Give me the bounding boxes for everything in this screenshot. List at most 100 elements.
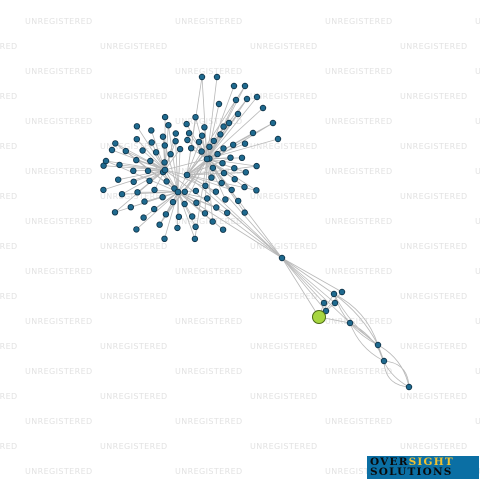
graph-node[interactable] xyxy=(151,186,158,194)
graph-node[interactable] xyxy=(172,137,179,145)
graph-hub-node[interactable] xyxy=(203,155,211,163)
graph-node[interactable] xyxy=(102,157,110,165)
graph-node[interactable] xyxy=(118,190,126,198)
graph-node[interactable] xyxy=(146,177,153,184)
graph-node[interactable] xyxy=(127,203,134,211)
graph-node[interactable] xyxy=(208,174,215,181)
graph-node[interactable] xyxy=(140,214,147,221)
graph-node[interactable] xyxy=(259,104,267,112)
graph-node[interactable] xyxy=(169,198,177,206)
graph-node[interactable] xyxy=(234,110,242,118)
graph-node[interactable] xyxy=(187,144,195,152)
graph-node[interactable] xyxy=(198,148,205,155)
graph-node[interactable] xyxy=(222,196,229,203)
graph-node[interactable] xyxy=(218,179,225,187)
graph-node[interactable] xyxy=(192,223,199,230)
graph-hub-node[interactable] xyxy=(161,166,169,174)
graph-node[interactable] xyxy=(203,195,211,202)
graph-node[interactable] xyxy=(253,162,260,170)
graph-node[interactable] xyxy=(241,82,249,90)
graph-node[interactable] xyxy=(198,132,206,139)
graph-node[interactable] xyxy=(116,161,123,169)
graph-node[interactable] xyxy=(159,193,166,201)
graph-node[interactable] xyxy=(183,120,190,128)
graph-node[interactable] xyxy=(150,205,158,213)
graph-node[interactable] xyxy=(243,95,251,103)
graph-node[interactable] xyxy=(174,224,181,232)
graph-node[interactable] xyxy=(133,123,141,130)
graph-node[interactable] xyxy=(374,341,382,349)
graph-node[interactable] xyxy=(134,189,141,196)
graph-node[interactable] xyxy=(111,209,119,216)
graph-node[interactable] xyxy=(191,235,199,243)
graph-node[interactable] xyxy=(144,167,152,175)
graph-node[interactable] xyxy=(133,156,140,164)
graph-node[interactable] xyxy=(133,135,140,143)
graph-node[interactable] xyxy=(220,123,227,130)
focus-node[interactable] xyxy=(312,310,326,324)
graph-node[interactable] xyxy=(214,150,221,158)
graph-node[interactable] xyxy=(159,133,167,140)
graph-node[interactable] xyxy=(165,121,172,129)
graph-node[interactable] xyxy=(215,100,223,108)
graph-node[interactable] xyxy=(241,140,249,147)
graph-node[interactable] xyxy=(181,200,188,208)
graph-node[interactable] xyxy=(230,82,238,90)
graph-node[interactable] xyxy=(141,198,148,205)
graph-node[interactable] xyxy=(213,73,221,81)
graph-node[interactable] xyxy=(201,124,208,131)
graph-node[interactable] xyxy=(130,167,137,174)
graph-node[interactable] xyxy=(231,175,238,183)
graph-node[interactable] xyxy=(238,154,246,161)
graph-node[interactable] xyxy=(161,142,168,149)
graph-node[interactable] xyxy=(228,186,235,194)
graph-node[interactable] xyxy=(223,209,231,216)
graph-node[interactable] xyxy=(195,138,203,146)
graph-node[interactable] xyxy=(241,183,248,191)
graph-node[interactable] xyxy=(148,139,155,146)
graph-node[interactable] xyxy=(202,182,209,189)
graph-node[interactable] xyxy=(242,169,249,176)
graph-node[interactable] xyxy=(220,145,227,152)
graph-node[interactable] xyxy=(147,157,154,165)
graph-hub-node[interactable] xyxy=(174,188,182,196)
graph-node[interactable] xyxy=(188,213,196,220)
graph-node[interactable] xyxy=(192,187,200,195)
graph-node[interactable] xyxy=(167,150,174,158)
graph-node[interactable] xyxy=(161,159,168,166)
graph-node[interactable] xyxy=(405,383,413,391)
graph-node[interactable] xyxy=(206,143,213,150)
graph-node[interactable] xyxy=(229,141,237,148)
graph-node[interactable] xyxy=(108,146,116,154)
graph-node[interactable] xyxy=(225,119,233,127)
graph-node[interactable] xyxy=(130,178,137,185)
graph-hub-node[interactable] xyxy=(183,171,191,179)
graph-node[interactable] xyxy=(217,131,224,138)
graph-node[interactable] xyxy=(253,187,260,194)
graph-node[interactable] xyxy=(322,307,330,315)
graph-node[interactable] xyxy=(172,130,179,137)
graph-node[interactable] xyxy=(320,299,328,307)
graph-node[interactable] xyxy=(148,127,155,134)
graph-node[interactable] xyxy=(213,204,220,211)
graph-node[interactable] xyxy=(162,211,170,218)
graph-node[interactable] xyxy=(253,93,261,101)
graph-node[interactable] xyxy=(175,213,183,220)
graph-node[interactable] xyxy=(220,169,228,177)
graph-node[interactable] xyxy=(112,140,119,147)
graph-node[interactable] xyxy=(227,154,234,161)
graph-node[interactable] xyxy=(176,145,184,153)
graph-node[interactable] xyxy=(152,149,160,156)
graph-node[interactable] xyxy=(192,113,199,121)
graph-node[interactable] xyxy=(338,288,346,296)
graph-node[interactable] xyxy=(219,159,226,167)
graph-node[interactable] xyxy=(122,147,129,155)
graph-node[interactable] xyxy=(133,226,140,233)
graph-node[interactable] xyxy=(139,147,146,154)
graph-node[interactable] xyxy=(100,186,107,194)
graph-node[interactable] xyxy=(163,178,170,185)
graph-node[interactable] xyxy=(184,136,191,144)
graph-node[interactable] xyxy=(198,73,206,81)
graph-node[interactable] xyxy=(114,176,122,183)
graph-node[interactable] xyxy=(209,218,216,225)
